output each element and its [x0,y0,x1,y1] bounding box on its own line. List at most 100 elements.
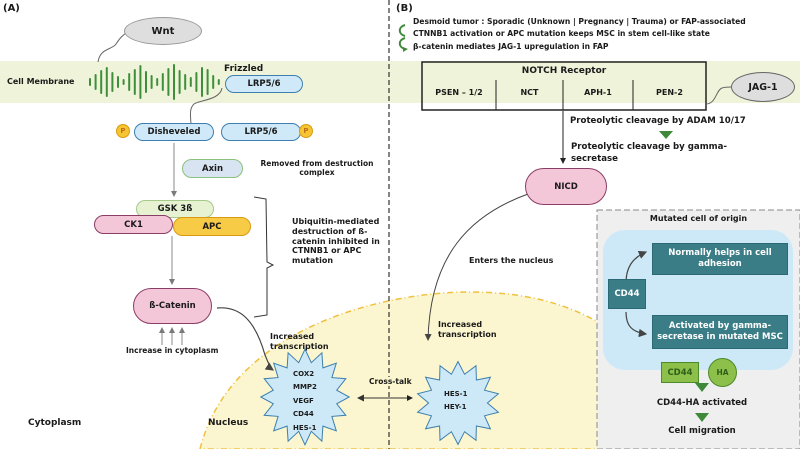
frizzled-bar [111,72,114,92]
cd44-label: CD44 [614,288,640,299]
gene-item: VEGF [293,396,314,405]
increase-note: Increase in cytoplasm [126,346,219,355]
frizzled-bar [117,76,119,88]
frizzled-bar [122,79,125,85]
ck1-label: CK1 [124,219,143,230]
cell-membrane-band [0,61,800,103]
arrow-catenin-nucleus [216,307,274,371]
gene-item: CD44 [293,410,314,419]
frizzled-bar [217,79,220,85]
ha-label: HA [716,368,729,377]
step-triangle-2 [695,413,709,422]
frizzled-bar [94,74,97,90]
phospho-circle-right: P [299,124,313,138]
axin-pill: Axin [182,159,243,178]
frizzled-receptor [89,64,220,100]
cleavage-step-triangle [659,131,673,139]
wnt-connector [97,32,127,63]
frizzled-bar [184,74,187,90]
frizzled-bar [105,67,108,97]
disheveled-pill: Disheveled [134,123,214,141]
notch-subunit: NCT [520,88,539,97]
frizzled-bar [145,71,147,93]
enters-nucleus-note: Enters the nucleus [469,256,554,265]
gene-item: HES-1 [444,390,468,398]
destruction-note: Ubiquitin-mediated destruction of ß- cat… [292,217,380,266]
step-triangle-1 [695,383,709,392]
nicd-pill: NICD [525,168,607,205]
gsk3b-label: GSK 3ß [157,204,193,214]
frizzled-bar [133,69,136,95]
transcription-note-b: Increased transcription [438,320,497,339]
frizzled-bar [89,78,91,86]
gene-item: HES-1 [293,423,317,432]
frizzled-bar [178,70,181,94]
bullet-arrows [398,24,406,50]
cd44-box: CD44 [608,279,646,309]
destruction-bracket [253,196,275,318]
cell-membrane-label: Cell Membrane [7,77,75,86]
cell-migration-step: Cell migration [668,426,736,436]
gene-item: COX2 [293,370,315,378]
activated-function-box: Activated by gamma-secretase in mutated … [652,315,788,349]
target-genes-a: COX2 MMP2 VEGF CD44 HES-1 [293,368,317,435]
notch-subunit: PEN-2 [656,88,683,97]
target-genes-star-a [259,348,351,446]
frizzled-disheveled-connector [189,87,223,125]
cytoplasm-label: Cytoplasm [28,418,82,428]
frizzled-bar [201,67,203,97]
cleavage-adam-note: Proteolytic cleavage by ADAM 10/17 [570,116,746,126]
wnt-ligand: Wnt [124,17,202,45]
jag1-connector [705,86,732,105]
frizzled-bar [128,73,131,91]
jag1-label: JAG-1 [748,81,778,93]
notch-subunit: PSEN – 1/2 [435,88,483,97]
frizzled-bar [156,78,159,86]
bullet-item: β-catenin mediates JAG-1 upregulation in… [413,41,609,51]
target-genes-b: HES-1 HEY-1 [444,388,467,415]
notch-title: NOTCH Receptor [521,66,607,76]
lrp-membrane-label: LRP5/6 [247,79,281,89]
arrow-cd44-activated [625,311,648,338]
frizzled-bar [212,75,215,89]
bullet-item: Desmoid tumor : Sporadic (Unknown | Preg… [413,17,746,26]
gsk3b-pill: GSK 3ß [136,200,214,218]
lrp-cyto-pill: LRP5/6 [221,123,301,141]
frizzled-bar [150,75,153,89]
notch-receptor-box [421,61,707,111]
lrp-membrane-pill: LRP5/6 [225,75,303,93]
bullet-item: CTNNB1 activation or APC mutation keeps … [413,29,710,39]
mutated-cell-title: Mutated cell of origin [649,214,748,223]
frizzled-bar [161,73,164,91]
beta-catenin-pill: ß-Catenin [133,288,212,324]
axin-label: Axin [201,163,224,174]
panel-a-label: (A) [3,3,20,14]
notch-subunit: APH-1 [584,88,612,97]
panel-b-bullets: Desmoid tumor : Sporadic (Unknown | Preg… [413,16,746,53]
frizzled-bar [195,72,198,92]
frizzled-bar [189,77,192,87]
target-genes-star-b [416,360,500,446]
cross-talk-label: Cross-talk [367,377,414,386]
beta-catenin-label: ß-Catenin [149,301,196,311]
frizzled-bar [167,68,170,96]
frizzled-label: Frizzled [224,64,264,74]
frizzled-bar [206,69,209,95]
axin-note: Removed from destruction complex [260,159,374,177]
nucleus-label: Nucleus [208,418,249,428]
cleavage-gamma-note: Proteolytic cleavage by gamma- secretase [571,142,727,164]
arrow-nicd-nucleus [424,193,529,341]
cd44-ha-activated-step: CD44-HA activated [656,398,748,408]
nicd-label: NICD [554,181,578,192]
transcription-note-a: Increased transcription [270,332,329,351]
frizzled-bar [100,70,103,94]
cd44-ligand-label: CD44 [667,367,693,378]
disheveled-label: Disheveled [147,127,201,137]
ha-circle: HA [708,358,737,387]
ck1-pill: CK1 [94,215,173,234]
jag1-ligand: JAG-1 [731,72,795,102]
cd44-ligand-box: CD44 [661,362,699,383]
apc-label: APC [202,221,222,232]
gene-item: MMP2 [293,383,317,392]
